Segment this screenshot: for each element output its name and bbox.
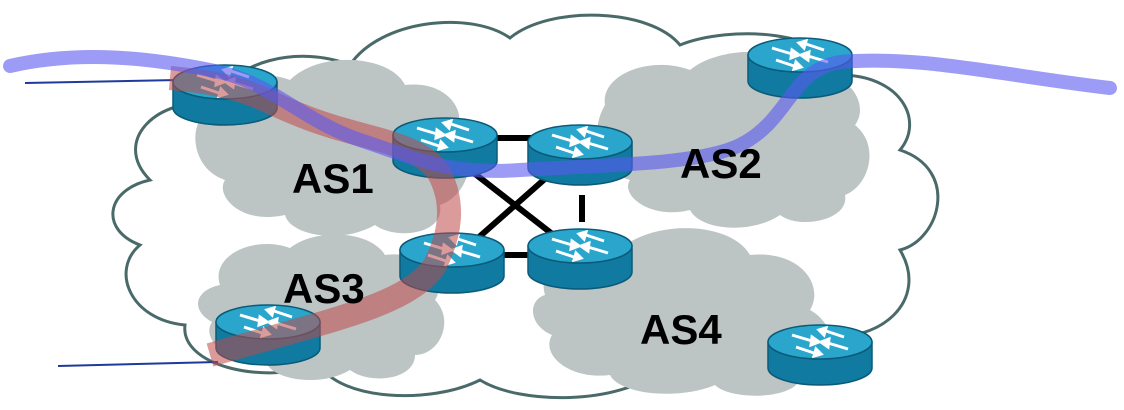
- external-link-southwest: [57, 361, 219, 367]
- blue-path: [3, 50, 1117, 178]
- external-link-west: [24, 79, 179, 84]
- as2-label: AS2: [680, 140, 762, 187]
- as1-label: AS1: [292, 155, 374, 202]
- router-as2-border[interactable]: [526, 123, 634, 187]
- as4-label: AS4: [640, 306, 722, 353]
- router-as4-border[interactable]: [526, 227, 634, 291]
- as3-label: AS3: [283, 265, 365, 312]
- inter-as-links: [468, 135, 585, 258]
- link-as2-as3: [468, 167, 557, 248]
- router-as4-edge[interactable]: [766, 323, 874, 387]
- red-path: [168, 66, 462, 367]
